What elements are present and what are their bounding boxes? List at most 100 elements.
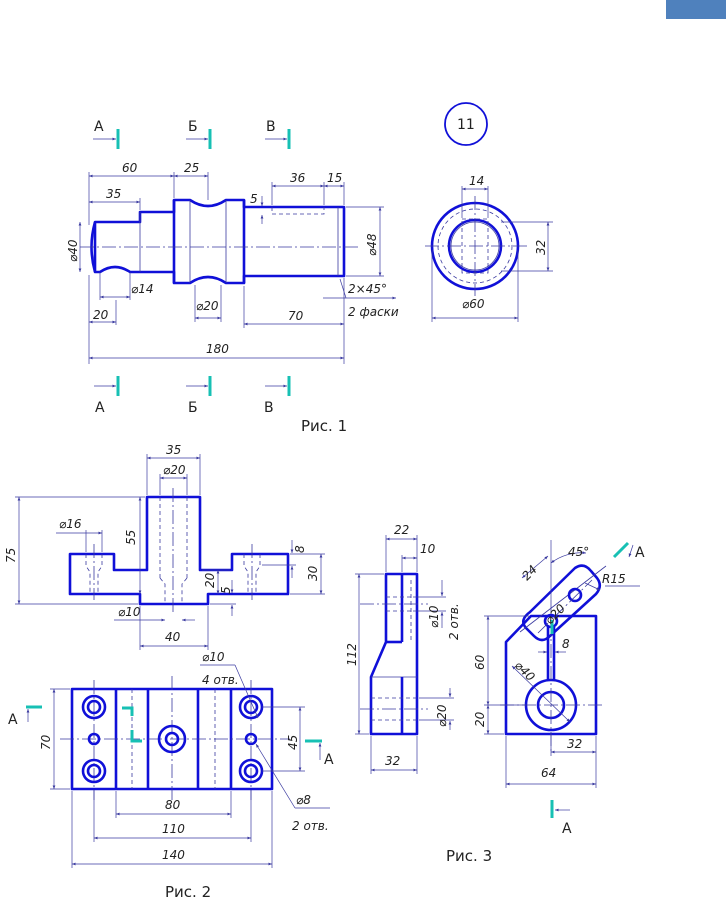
item-number: 11	[457, 117, 475, 133]
dimension-45: 45	[262, 706, 305, 772]
svg-text:4 отв.: 4 отв.	[202, 673, 239, 687]
dimension-32: 32	[501, 221, 553, 272]
hole-callout-phi10: ⌀10 4 отв.	[200, 650, 259, 719]
section-letter: А	[8, 712, 18, 728]
dimension-112: 112	[345, 573, 384, 735]
svg-text:⌀20: ⌀20	[196, 299, 219, 313]
svg-text:⌀48: ⌀48	[365, 233, 379, 256]
svg-text:112: 112	[345, 643, 359, 666]
plan-holes	[81, 694, 264, 784]
svg-text:45°: 45°	[568, 545, 589, 559]
item-number-badge	[444, 102, 488, 146]
dimension-8: 8	[538, 637, 570, 654]
lever-front-outline	[504, 614, 598, 736]
dimension-phi16: ⌀16	[56, 517, 103, 552]
dimension-35: 35	[89, 187, 141, 210]
svg-text:⌀20: ⌀20	[435, 704, 449, 727]
section-mark-a-fig3: А	[550, 800, 572, 837]
svg-text:⌀20: ⌀20	[163, 463, 186, 477]
section-letter: А	[95, 400, 105, 416]
svg-text:⌀16: ⌀16	[59, 517, 82, 531]
section-mark-v-top: В	[265, 119, 291, 149]
svg-text:140: 140	[162, 848, 185, 862]
section-letter: В	[264, 400, 274, 416]
dimension-5: 5	[250, 192, 264, 224]
lever-arm	[521, 564, 602, 642]
dimension-5: 5	[210, 580, 236, 616]
svg-text:14: 14	[469, 174, 484, 188]
hidden-counterbore	[85, 554, 103, 594]
svg-text:60: 60	[122, 161, 138, 175]
svg-text:5: 5	[250, 192, 258, 206]
svg-text:70: 70	[288, 309, 304, 323]
svg-text:⌀8: ⌀8	[296, 793, 311, 807]
dimension-phi40: ⌀40	[66, 222, 82, 272]
figure-1: А Б В 11 60	[66, 102, 553, 435]
dimension-40: 40	[139, 606, 209, 650]
dimension-70: 70	[243, 278, 345, 364]
dimension-32b: 32	[550, 733, 597, 788]
svg-text:⌀10: ⌀10	[202, 650, 225, 664]
svg-text:36: 36	[290, 171, 306, 185]
dimension-24: 24	[519, 555, 549, 583]
hidden-bore-step	[159, 577, 188, 604]
dimension-r15: R15	[584, 572, 640, 591]
svg-text:32: 32	[385, 754, 400, 768]
dimension-60: 60	[473, 615, 529, 706]
dimension-140: 140	[71, 791, 273, 868]
dimension-32: 32	[370, 736, 418, 774]
svg-text:5: 5	[219, 586, 233, 594]
dimension-20: 20	[202, 569, 230, 594]
corner-tab	[666, 0, 726, 19]
svg-text:55: 55	[124, 530, 138, 545]
section-mark-b-bottom: Б	[186, 376, 212, 416]
svg-text:32: 32	[534, 240, 548, 255]
svg-text:2 отв.: 2 отв.	[292, 819, 329, 833]
svg-text:22: 22	[394, 523, 409, 537]
svg-text:180: 180	[206, 342, 229, 356]
dimension-phi14: ⌀14	[99, 272, 154, 300]
svg-text:70: 70	[39, 734, 53, 750]
svg-text:⌀14: ⌀14	[131, 282, 154, 296]
dimension-60: 60	[88, 161, 175, 225]
dimension-110: 110	[93, 790, 252, 842]
svg-text:40: 40	[165, 630, 181, 644]
svg-text:75: 75	[4, 548, 18, 563]
dimension-phi60: ⌀60	[431, 250, 519, 322]
svg-text:2 фаски: 2 фаски	[348, 305, 399, 319]
dimension-phi10: ⌀10 2 отв.	[413, 580, 461, 640]
shaft-outline	[90, 198, 346, 285]
dimension-36: 36	[271, 171, 345, 205]
section-letter: В	[266, 119, 276, 135]
svg-text:20: 20	[473, 711, 487, 727]
svg-text:⌀40: ⌀40	[512, 658, 538, 684]
svg-text:35: 35	[166, 443, 181, 457]
section-letter: А	[562, 821, 572, 837]
center-line	[537, 579, 593, 634]
section-letter: А	[324, 752, 334, 768]
svg-text:35: 35	[106, 187, 121, 201]
dimension-180: 180	[89, 342, 344, 360]
dimension-30: 30	[290, 554, 325, 595]
dimension-64: 64	[505, 736, 596, 788]
dimension-55: 55	[124, 497, 142, 594]
svg-text:32: 32	[567, 737, 582, 751]
section-letter: Б	[188, 400, 198, 416]
dimension-70: 70	[39, 688, 70, 790]
figure-3: 22 10 112 ⌀10 2 отв. ⌀20 32	[345, 523, 645, 865]
svg-text:20: 20	[93, 308, 109, 322]
svg-text:R15: R15	[602, 572, 626, 586]
svg-text:110: 110	[162, 822, 185, 836]
svg-text:15: 15	[327, 171, 342, 185]
dimension-14: 14	[461, 174, 489, 218]
svg-text:8: 8	[562, 637, 570, 651]
chamfer-callout: 2×45° 2 фаски	[323, 278, 399, 319]
section-mark-a-top: А	[93, 119, 120, 149]
section-letter: Б	[188, 119, 198, 135]
section-letter: А	[635, 545, 645, 561]
dimension-75: 75	[4, 496, 145, 605]
angle-45: 45° А	[550, 540, 645, 600]
dimension-8: 8	[262, 540, 325, 578]
svg-text:2 отв.: 2 отв.	[447, 603, 461, 640]
